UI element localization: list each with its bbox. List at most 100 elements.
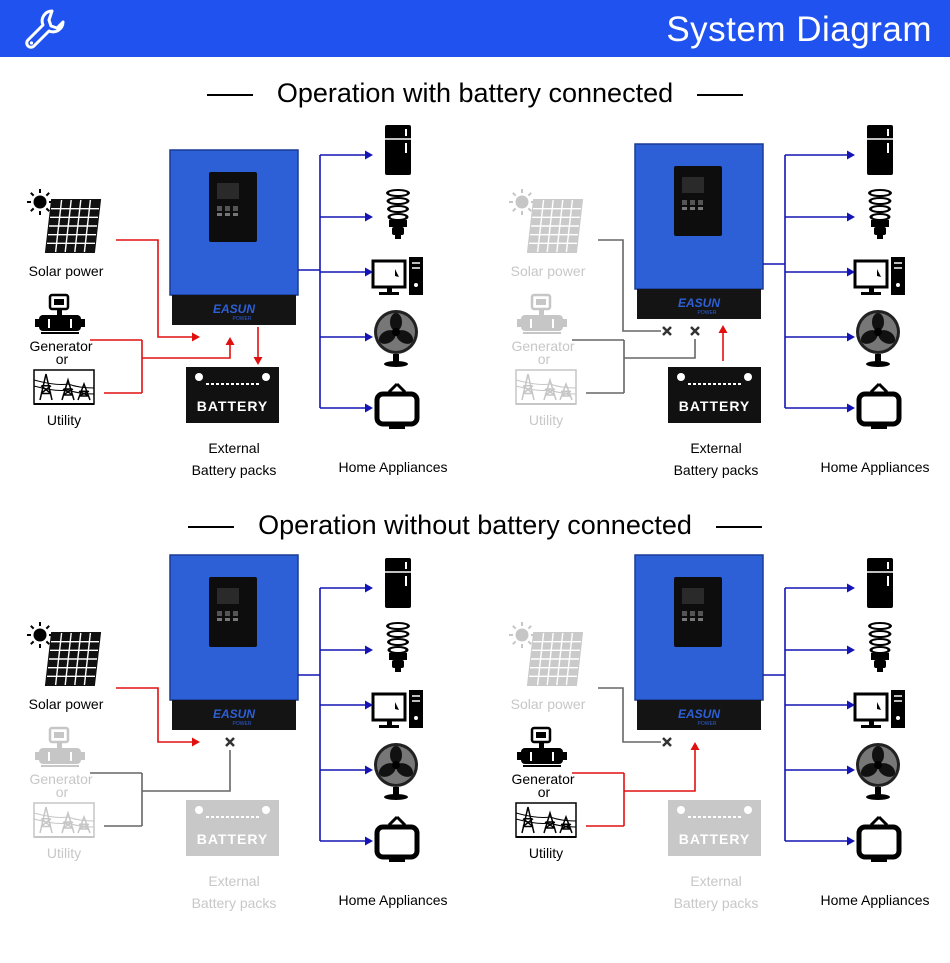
battery-icon: BATTERY <box>186 800 279 856</box>
generator-icon <box>517 726 567 767</box>
brand-logo-sub: POWER <box>698 310 717 316</box>
tv-icon <box>374 382 420 429</box>
utility-label: Utility <box>528 845 564 861</box>
brand-logo: EASUN <box>213 302 255 316</box>
utility-label: Utility <box>46 412 82 428</box>
utility-tower-icon <box>33 369 95 405</box>
generator-label: Generator <box>29 338 93 354</box>
home-appliances-label: Home Appliances <box>820 459 930 475</box>
brand-logo: EASUN <box>678 707 720 721</box>
brand-logo-sub: POWER <box>698 721 717 727</box>
computer-icon <box>853 257 905 295</box>
light-bulb-icon <box>386 189 410 239</box>
fan-icon <box>374 743 418 800</box>
light-bulb-icon <box>868 622 892 672</box>
or-label: or <box>55 351 69 367</box>
solar-power-label: Solar power <box>510 263 586 279</box>
light-bulb-icon <box>868 189 892 239</box>
home-appliances-label: Home Appliances <box>338 892 448 908</box>
battery-label: BATTERY <box>197 831 269 847</box>
home-appliances-label: Home Appliances <box>820 892 930 908</box>
output-connections <box>763 150 855 413</box>
fridge-icon <box>867 558 893 608</box>
solar-power-label: Solar power <box>28 263 104 279</box>
generator-label: Generator <box>29 771 93 787</box>
title-rule <box>697 93 744 96</box>
utility-tower-icon <box>33 802 95 838</box>
fan-icon <box>374 310 418 367</box>
battery-icon: BATTERY <box>668 367 761 423</box>
output-connections <box>298 150 373 413</box>
external-label: External <box>690 440 742 456</box>
section-title-text: Operation without battery connected <box>258 510 692 540</box>
battery-label: BATTERY <box>679 831 751 847</box>
or-label: or <box>537 784 551 800</box>
external-label: External <box>208 873 260 889</box>
or-label: or <box>55 784 69 800</box>
computer-icon <box>371 257 423 295</box>
input-connections <box>572 239 728 394</box>
battery-label: BATTERY <box>679 398 751 414</box>
light-bulb-icon <box>386 622 410 672</box>
computer-icon <box>853 690 905 728</box>
solar-panel-icon <box>27 189 102 253</box>
computer-icon <box>371 690 423 728</box>
section-title-with-battery: Operation with battery connected <box>0 78 950 109</box>
battery-packs-label: Battery packs <box>673 462 759 478</box>
solar-power-label: Solar power <box>510 696 586 712</box>
generator-icon <box>517 293 567 334</box>
battery-label: BATTERY <box>197 398 269 414</box>
input-connections <box>90 239 263 394</box>
fan-icon <box>856 743 900 800</box>
input-connections <box>90 687 235 827</box>
fridge-icon <box>385 558 411 608</box>
battery-icon: BATTERY <box>186 367 279 423</box>
or-label: or <box>537 351 551 367</box>
battery-packs-label: Battery packs <box>191 462 277 478</box>
section-title-without-battery: Operation without battery connected <box>0 510 950 541</box>
brand-logo-sub: POWER <box>233 316 252 322</box>
generator-label: Generator <box>511 771 575 787</box>
external-label: External <box>208 440 260 456</box>
solar-panel-icon <box>509 622 584 686</box>
section-title-text: Operation with battery connected <box>276 78 674 108</box>
tv-icon <box>856 382 902 429</box>
battery-packs-label: Battery packs <box>191 895 277 911</box>
brand-logo-sub: POWER <box>233 721 252 727</box>
title-rule <box>188 525 235 528</box>
utility-label: Utility <box>528 412 564 428</box>
utility-label: Utility <box>46 845 82 861</box>
generator-icon <box>35 726 85 767</box>
tv-icon <box>374 815 420 862</box>
title-rule <box>206 93 253 96</box>
tv-icon <box>856 815 902 862</box>
fridge-icon <box>867 125 893 175</box>
utility-tower-icon <box>515 369 577 405</box>
title-rule <box>715 525 762 528</box>
brand-logo: EASUN <box>678 296 720 310</box>
solar-power-label: Solar power <box>28 696 104 712</box>
generator-icon <box>35 293 85 334</box>
fridge-icon <box>385 125 411 175</box>
home-appliances-label: Home Appliances <box>338 459 448 475</box>
brand-logo: EASUN <box>213 707 255 721</box>
battery-icon: BATTERY <box>668 800 761 856</box>
wrench-icon[interactable] <box>22 7 68 58</box>
output-connections <box>298 583 373 846</box>
page-title: System Diagram <box>666 10 932 49</box>
solar-panel-icon <box>509 189 584 253</box>
input-connections <box>572 687 700 827</box>
battery-packs-label: Battery packs <box>673 895 759 911</box>
